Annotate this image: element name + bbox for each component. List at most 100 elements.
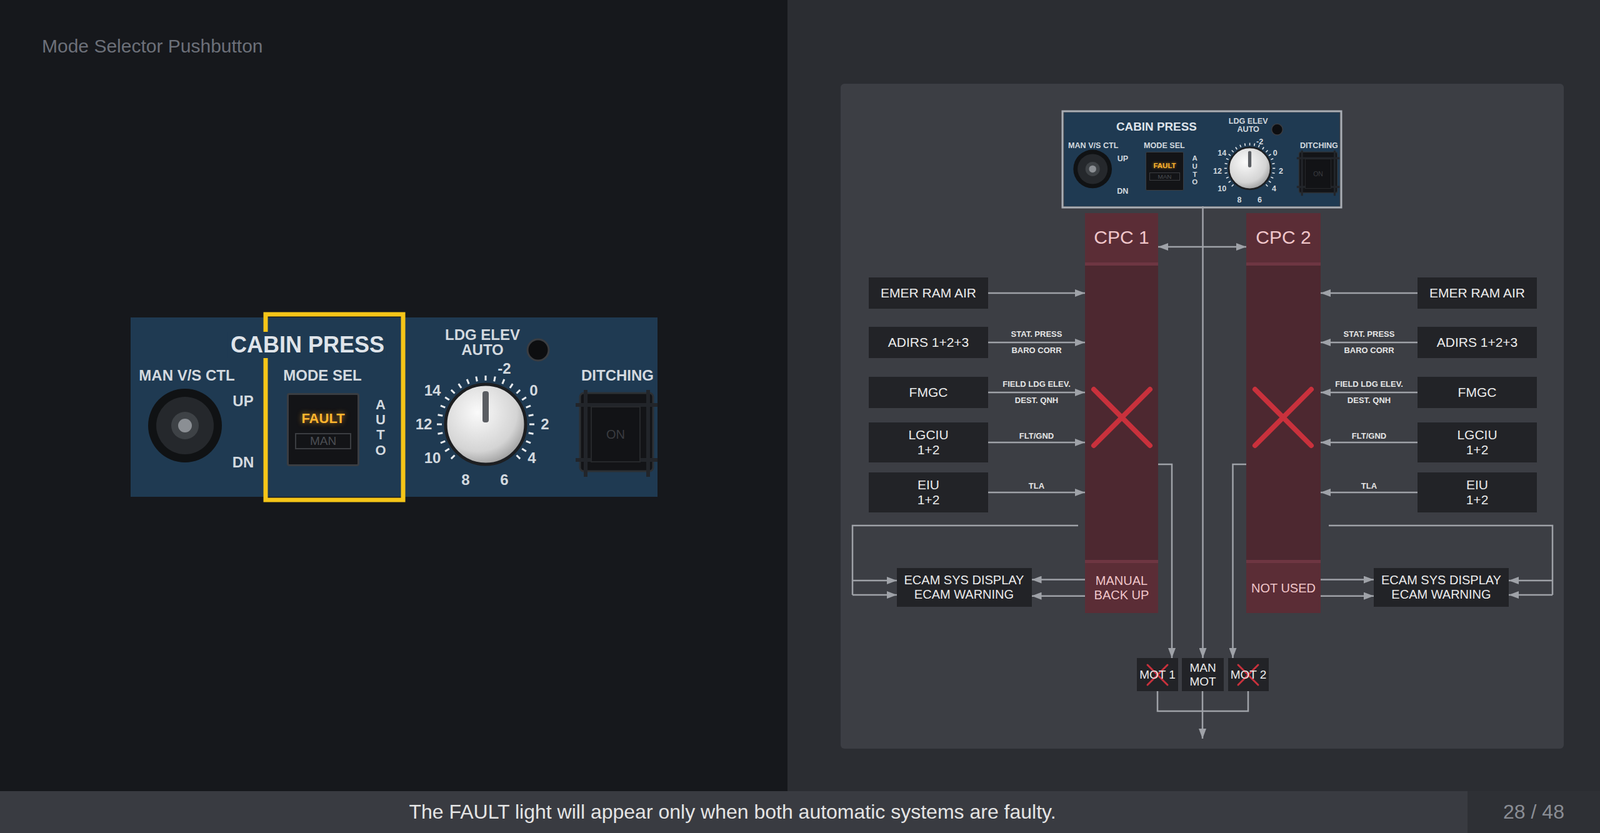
panel-heading: CABIN PRESS	[1115, 120, 1199, 134]
panel-label: 10	[1217, 185, 1227, 194]
motor-box: MOT 1	[1136, 658, 1179, 692]
edge-label: TLA	[1028, 481, 1045, 491]
panel-label: DN	[232, 455, 255, 470]
controller-band: CPC 2 NOT USED	[1246, 213, 1321, 614]
box-text: EIU 1+2	[910, 477, 948, 508]
art-part	[1064, 112, 1340, 207]
control-panel: CABIN PRESS FAULT MAN ON	[130, 317, 658, 497]
connector	[1320, 441, 1418, 444]
art-part	[852, 580, 897, 582]
edge-label: FIELD LDG ELEV. DEST. QNH	[1329, 376, 1410, 409]
art-part	[852, 594, 897, 597]
band-heading: CPC 2	[1246, 213, 1321, 266]
controller-band: CPC 1MANUAL BACK UP	[1085, 213, 1159, 614]
panel-label: AUTO	[1191, 154, 1199, 187]
art-part	[1228, 658, 1269, 692]
input-box: FMGC	[1417, 376, 1537, 409]
box-text: EMER RAM AIR	[880, 285, 977, 301]
panel-label: LDG ELEV AUTO	[1226, 117, 1271, 134]
panel-label: 0	[1273, 149, 1278, 158]
connector	[988, 441, 1085, 444]
on-light: ON	[606, 427, 625, 442]
panel-label: 10	[424, 450, 442, 466]
art-part	[1062, 111, 1342, 208]
panel-label: DN	[1116, 186, 1129, 195]
box-text: ADIRS 1+2+3	[888, 335, 970, 350]
input-box: FMGC	[868, 376, 989, 409]
connector	[1031, 595, 1086, 597]
edge-label: STAT. PRESS BARO CORR	[1003, 326, 1070, 359]
box-text: ECAM SYS DISPLAY ECAM WARNING	[901, 573, 1027, 602]
panel-heading: CABIN PRESS	[228, 331, 387, 359]
edge-label: FLT/GND	[1019, 431, 1054, 441]
panel-label: 14	[1217, 149, 1227, 158]
connector	[1233, 464, 1247, 659]
input-box: EMER RAM AIR	[1417, 277, 1537, 309]
ecam-box: ECAM SYS DISPLAY ECAM WARNING	[1373, 568, 1509, 607]
edge-label: FLT/GND	[1351, 431, 1387, 441]
art-part	[840, 83, 1564, 749]
box-text: EIU 1+2	[1458, 477, 1497, 508]
edge-label: TLA	[1361, 481, 1377, 491]
connector	[1320, 341, 1418, 344]
panel-label: 6	[500, 472, 509, 488]
slide-title: Mode Selector Pushbutton	[41, 35, 264, 57]
input-box: LGCIU 1+2	[868, 422, 989, 463]
panel-label: 4	[527, 450, 536, 466]
art-part	[1136, 658, 1179, 692]
panel-label: 2	[1278, 166, 1284, 175]
box-text: FMGC	[909, 385, 949, 400]
connector	[988, 292, 1085, 295]
connector	[1320, 292, 1418, 295]
connector	[1201, 206, 1204, 659]
art-part	[130, 317, 658, 497]
panel-label: -2	[1256, 138, 1264, 147]
mode-sel-pushbutton: FAULT MAN	[286, 393, 360, 467]
page-counter: 28 / 48	[1503, 800, 1565, 824]
art-part	[1085, 213, 1159, 614]
panel-label: 8	[461, 472, 470, 488]
connector	[1158, 246, 1247, 249]
panel-label: 14	[424, 383, 442, 399]
connector	[1158, 464, 1172, 659]
fault-light: FAULT	[1153, 161, 1176, 170]
panel-label: MAN V/S CTL	[138, 368, 235, 384]
band-status: NOT USED	[1246, 560, 1321, 614]
art-part	[1181, 658, 1224, 692]
box-text: FMGC	[1458, 385, 1497, 400]
panel-label: 12	[415, 416, 433, 432]
panel-label: AUTO	[373, 397, 388, 459]
panel-label: MAN V/S CTL	[1068, 141, 1119, 150]
fault-light: FAULT	[301, 410, 345, 427]
connector	[988, 341, 1085, 344]
box-text: EMER RAM AIR	[1429, 285, 1525, 301]
man-light: MAN	[295, 433, 352, 450]
box-text: MOT 2	[1230, 668, 1267, 682]
band-status: MANUAL BACK UP	[1085, 560, 1159, 614]
on-light: ON	[1313, 170, 1324, 178]
motor-box: MAN MOT	[1181, 658, 1224, 692]
connector	[1031, 578, 1086, 581]
box-text: MOT 1	[1139, 668, 1176, 682]
panel-label: 8	[1237, 196, 1242, 205]
ecam-box: ECAM SYS DISPLAY ECAM WARNING	[896, 568, 1032, 607]
input-box: EIU 1+2	[1417, 472, 1537, 513]
box-text: LGCIU 1+2	[1452, 427, 1503, 458]
connector	[988, 391, 1085, 394]
man-light: MAN	[1149, 172, 1180, 181]
mode-sel-pushbutton: FAULT MAN	[1145, 151, 1184, 191]
art-part	[1246, 213, 1321, 614]
box-text: LGCIU 1+2	[903, 427, 954, 458]
input-box: EIU 1+2	[868, 472, 989, 513]
caption: The FAULT light will appear only when bo…	[408, 800, 1056, 824]
motor-box: MOT 2	[1228, 658, 1270, 692]
panel-label: MODE SEL	[283, 368, 362, 384]
connector	[1320, 391, 1418, 394]
art-part	[1093, 389, 1150, 446]
panel-label: MODE SEL	[1143, 141, 1185, 150]
ditching-pushbutton: ON	[1305, 158, 1332, 189]
box-text: MAN MOT	[1185, 661, 1222, 689]
